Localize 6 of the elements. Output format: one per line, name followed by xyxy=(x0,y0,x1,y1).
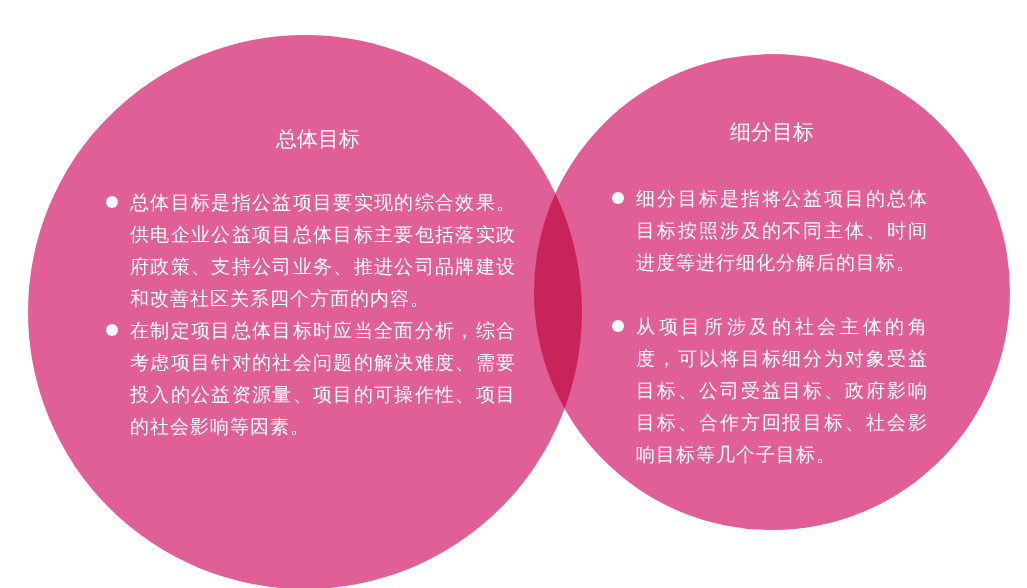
bullet-item: 总体目标是指公益项目要实现的综合效果。供电企业公益项目总体目标主要包括落实政府政策、支持公司业务、推进公司品牌建设和改善社区关系四个方面的内容。 xyxy=(104,186,516,314)
bullet-item: 在制定项目总体目标时应当全面分析，综合考虑项目针对的社会问题的解决难度、需要投入的公益资源量、项目的可操作性、项目的社会影响等因素。 xyxy=(104,314,516,442)
bullet-item: 从项目所涉及的社会主体的角度，可以将目标细分为对象受益目标、公司受益目标、政府影响目标、合作方回报目标、社会影响目标等几个子目标。 xyxy=(610,310,928,470)
circle-heading: 总体目标 xyxy=(276,126,360,153)
bullet-item: 细分目标是指将公益项目的总体目标按照涉及的不同主体、时间进度等进行细化分解后的目标。 xyxy=(610,182,928,278)
circle-heading: 细分目标 xyxy=(730,119,814,146)
